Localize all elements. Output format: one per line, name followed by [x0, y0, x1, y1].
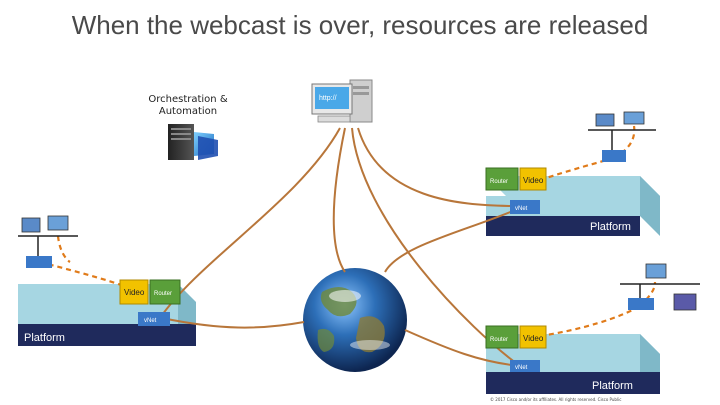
cable-server-topright [358, 128, 510, 206]
laptop-icon [624, 112, 644, 124]
video-label: Video [523, 334, 544, 343]
tablet-icon [674, 294, 696, 310]
web-server-icon: http:// [312, 80, 372, 122]
switch-icon [602, 150, 626, 162]
desktop-icon [22, 218, 40, 232]
dashed-bottomright-video [540, 306, 640, 336]
footer-copyright: © 2017 Cisco and/or its affiliates. All … [490, 397, 621, 402]
router-label: Router [490, 337, 508, 343]
laptop-icon [646, 264, 666, 278]
nfv-label: vNet [515, 365, 528, 371]
switch-icon [628, 298, 654, 310]
video-label: Video [124, 288, 145, 297]
cable-server-earth [334, 128, 345, 272]
platform-label: Platform [592, 380, 633, 392]
platform-side-surface [640, 176, 660, 236]
switch-icon [26, 256, 52, 268]
nfv-label: vNet [515, 206, 528, 212]
desktop-icon [596, 114, 614, 126]
platform-front [486, 372, 660, 394]
nfv-label: vNet [144, 318, 157, 324]
web-server-screen-text: http:// [319, 95, 337, 102]
platform-label: Platform [590, 221, 631, 233]
earth-globe [303, 268, 407, 372]
laptop-icon [48, 216, 68, 230]
video-label: Video [523, 176, 544, 185]
router-label: Router [154, 291, 172, 297]
router-label: Router [490, 179, 508, 185]
orchestration-server-icon [168, 124, 218, 160]
platform-label: Platform [24, 332, 65, 344]
